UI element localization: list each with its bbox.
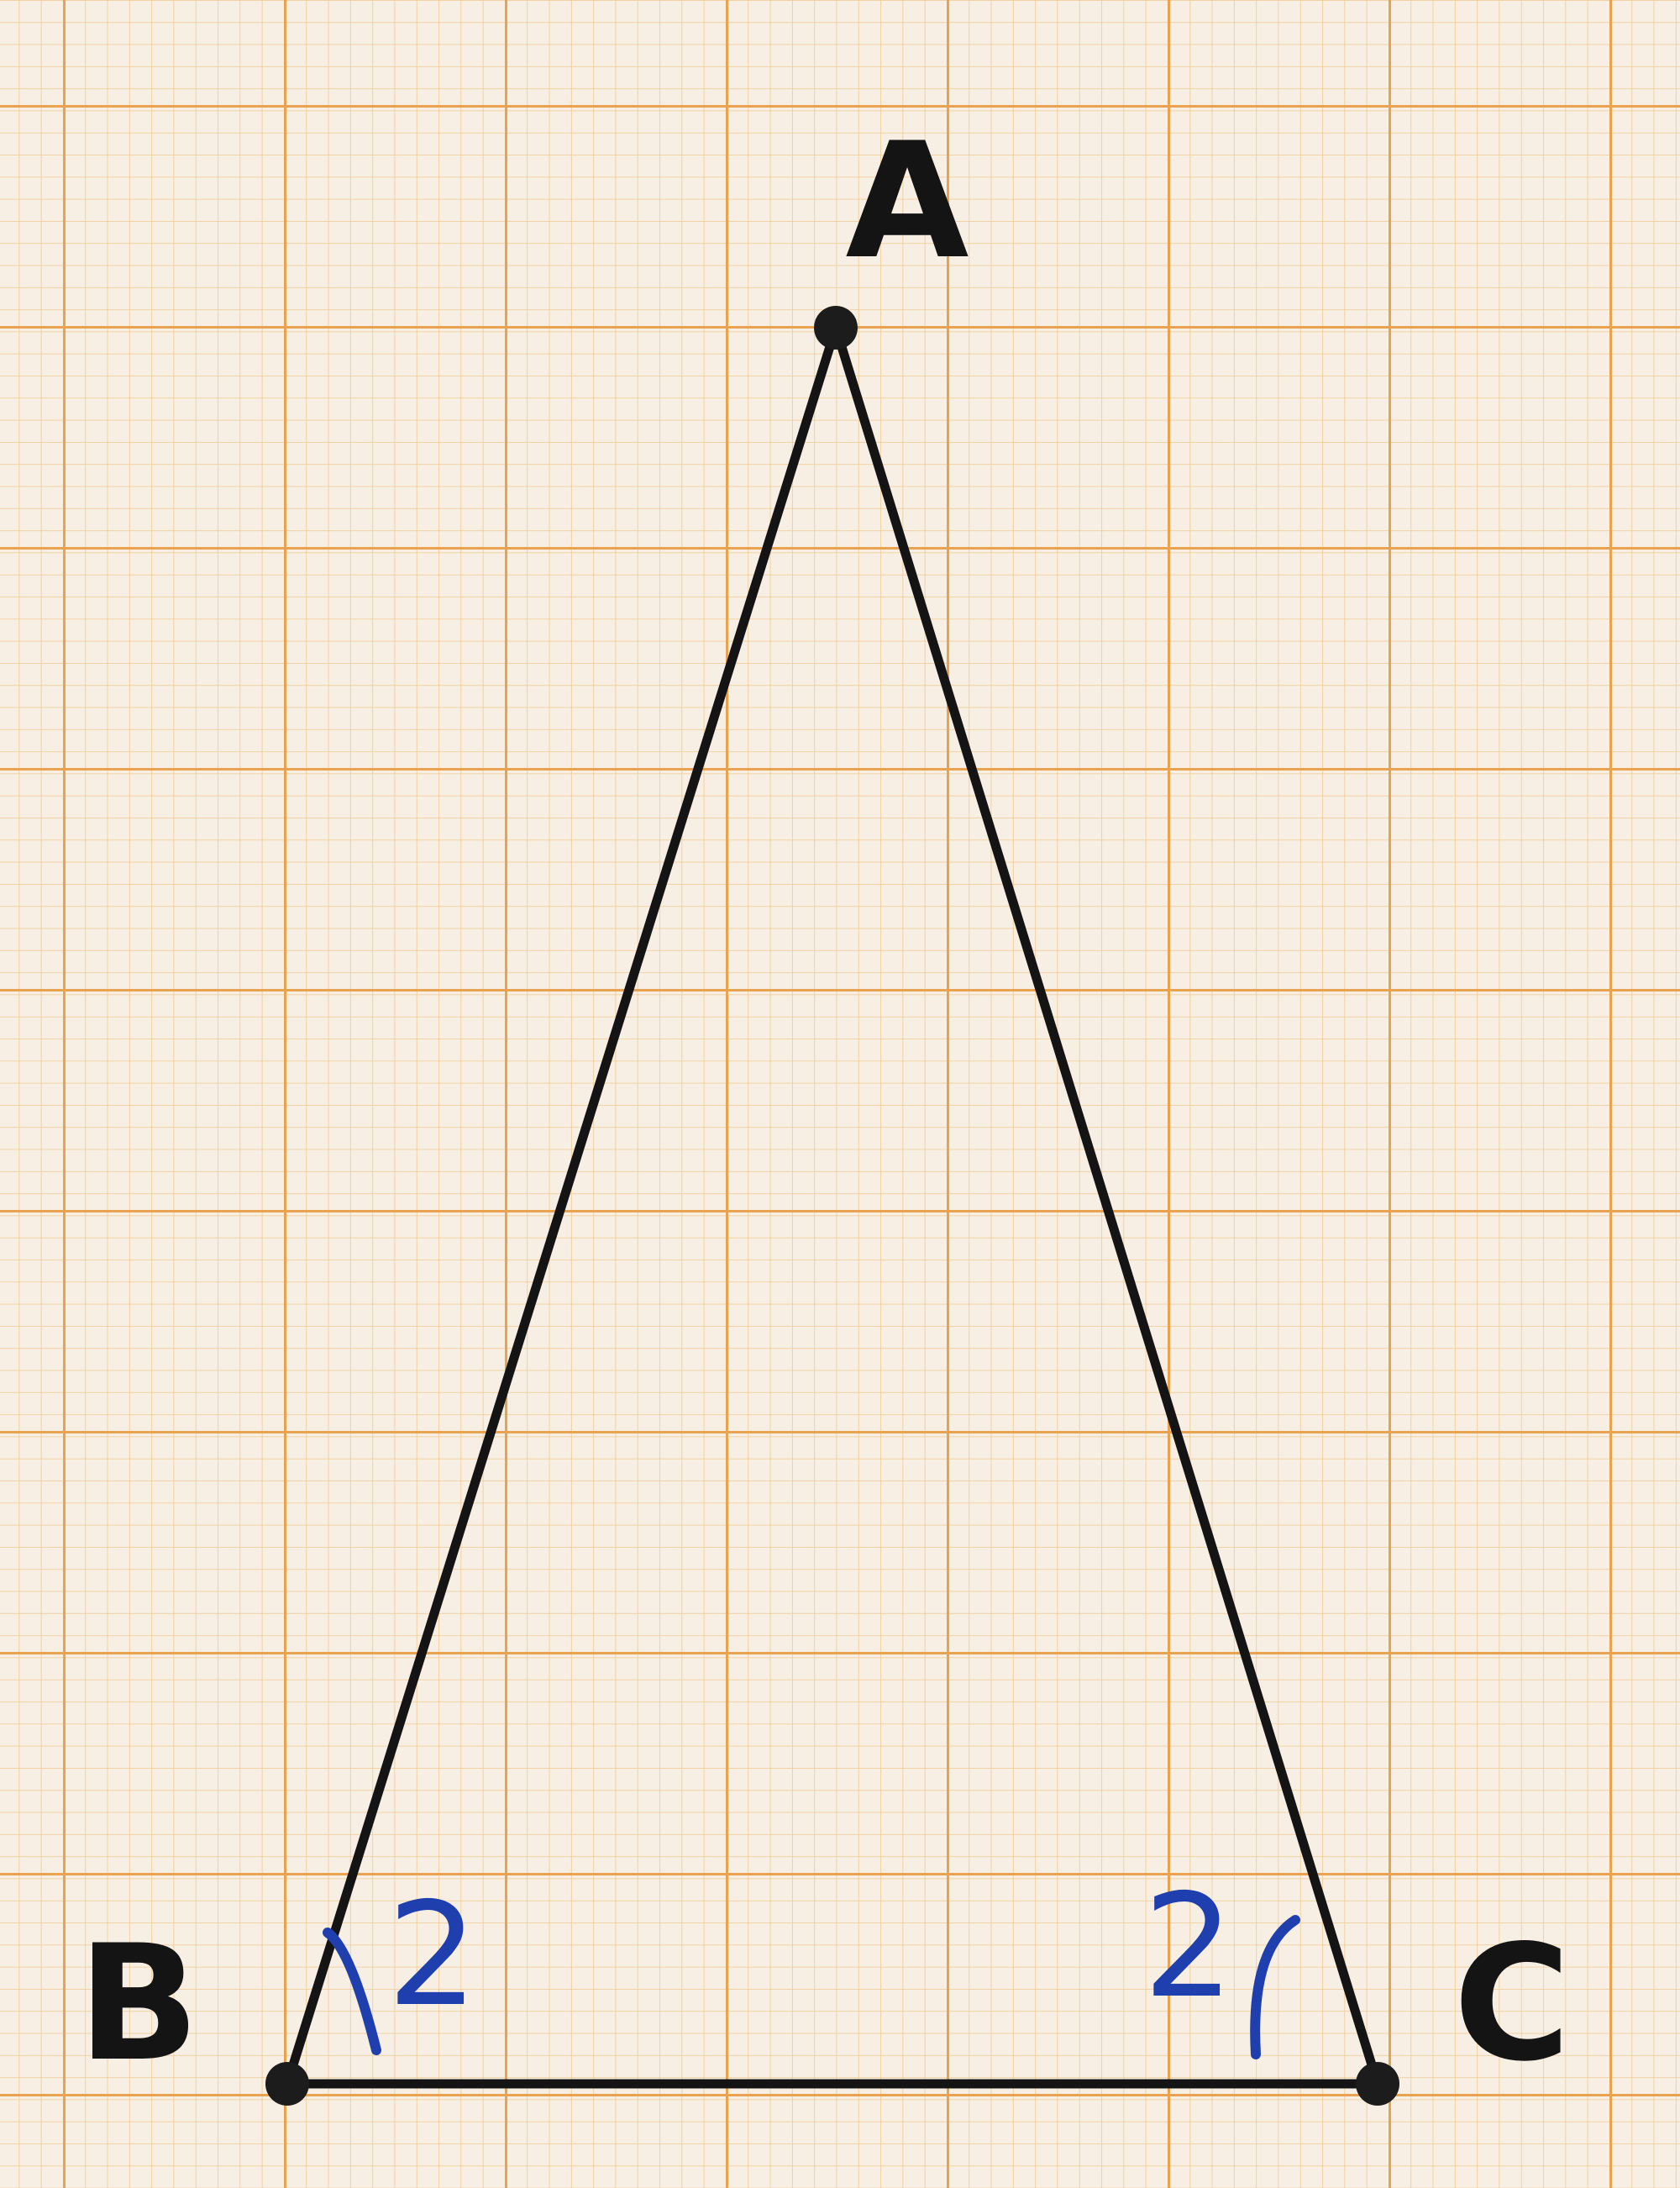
side-ab	[282, 323, 841, 2089]
vertex-point-a	[814, 306, 858, 350]
angle-symbol-c: 2	[1143, 1864, 1234, 2030]
vertex-point-b	[265, 2062, 309, 2106]
angle-symbol-b: 2	[387, 1872, 478, 2038]
angle-mark-b: 2	[323, 1872, 478, 2055]
vertex-label-b: B	[78, 1911, 200, 2096]
vertex-label-a: A	[845, 108, 969, 294]
angle-arc-b	[323, 1928, 381, 2055]
vertex-label-c: C	[1453, 1911, 1570, 2096]
vertex-point-c	[1356, 2062, 1399, 2106]
angle-arc-c	[1250, 1915, 1300, 2059]
angle-mark-c: 2	[1143, 1864, 1300, 2059]
side-ac	[831, 323, 1383, 2089]
triangle	[282, 323, 1383, 2089]
